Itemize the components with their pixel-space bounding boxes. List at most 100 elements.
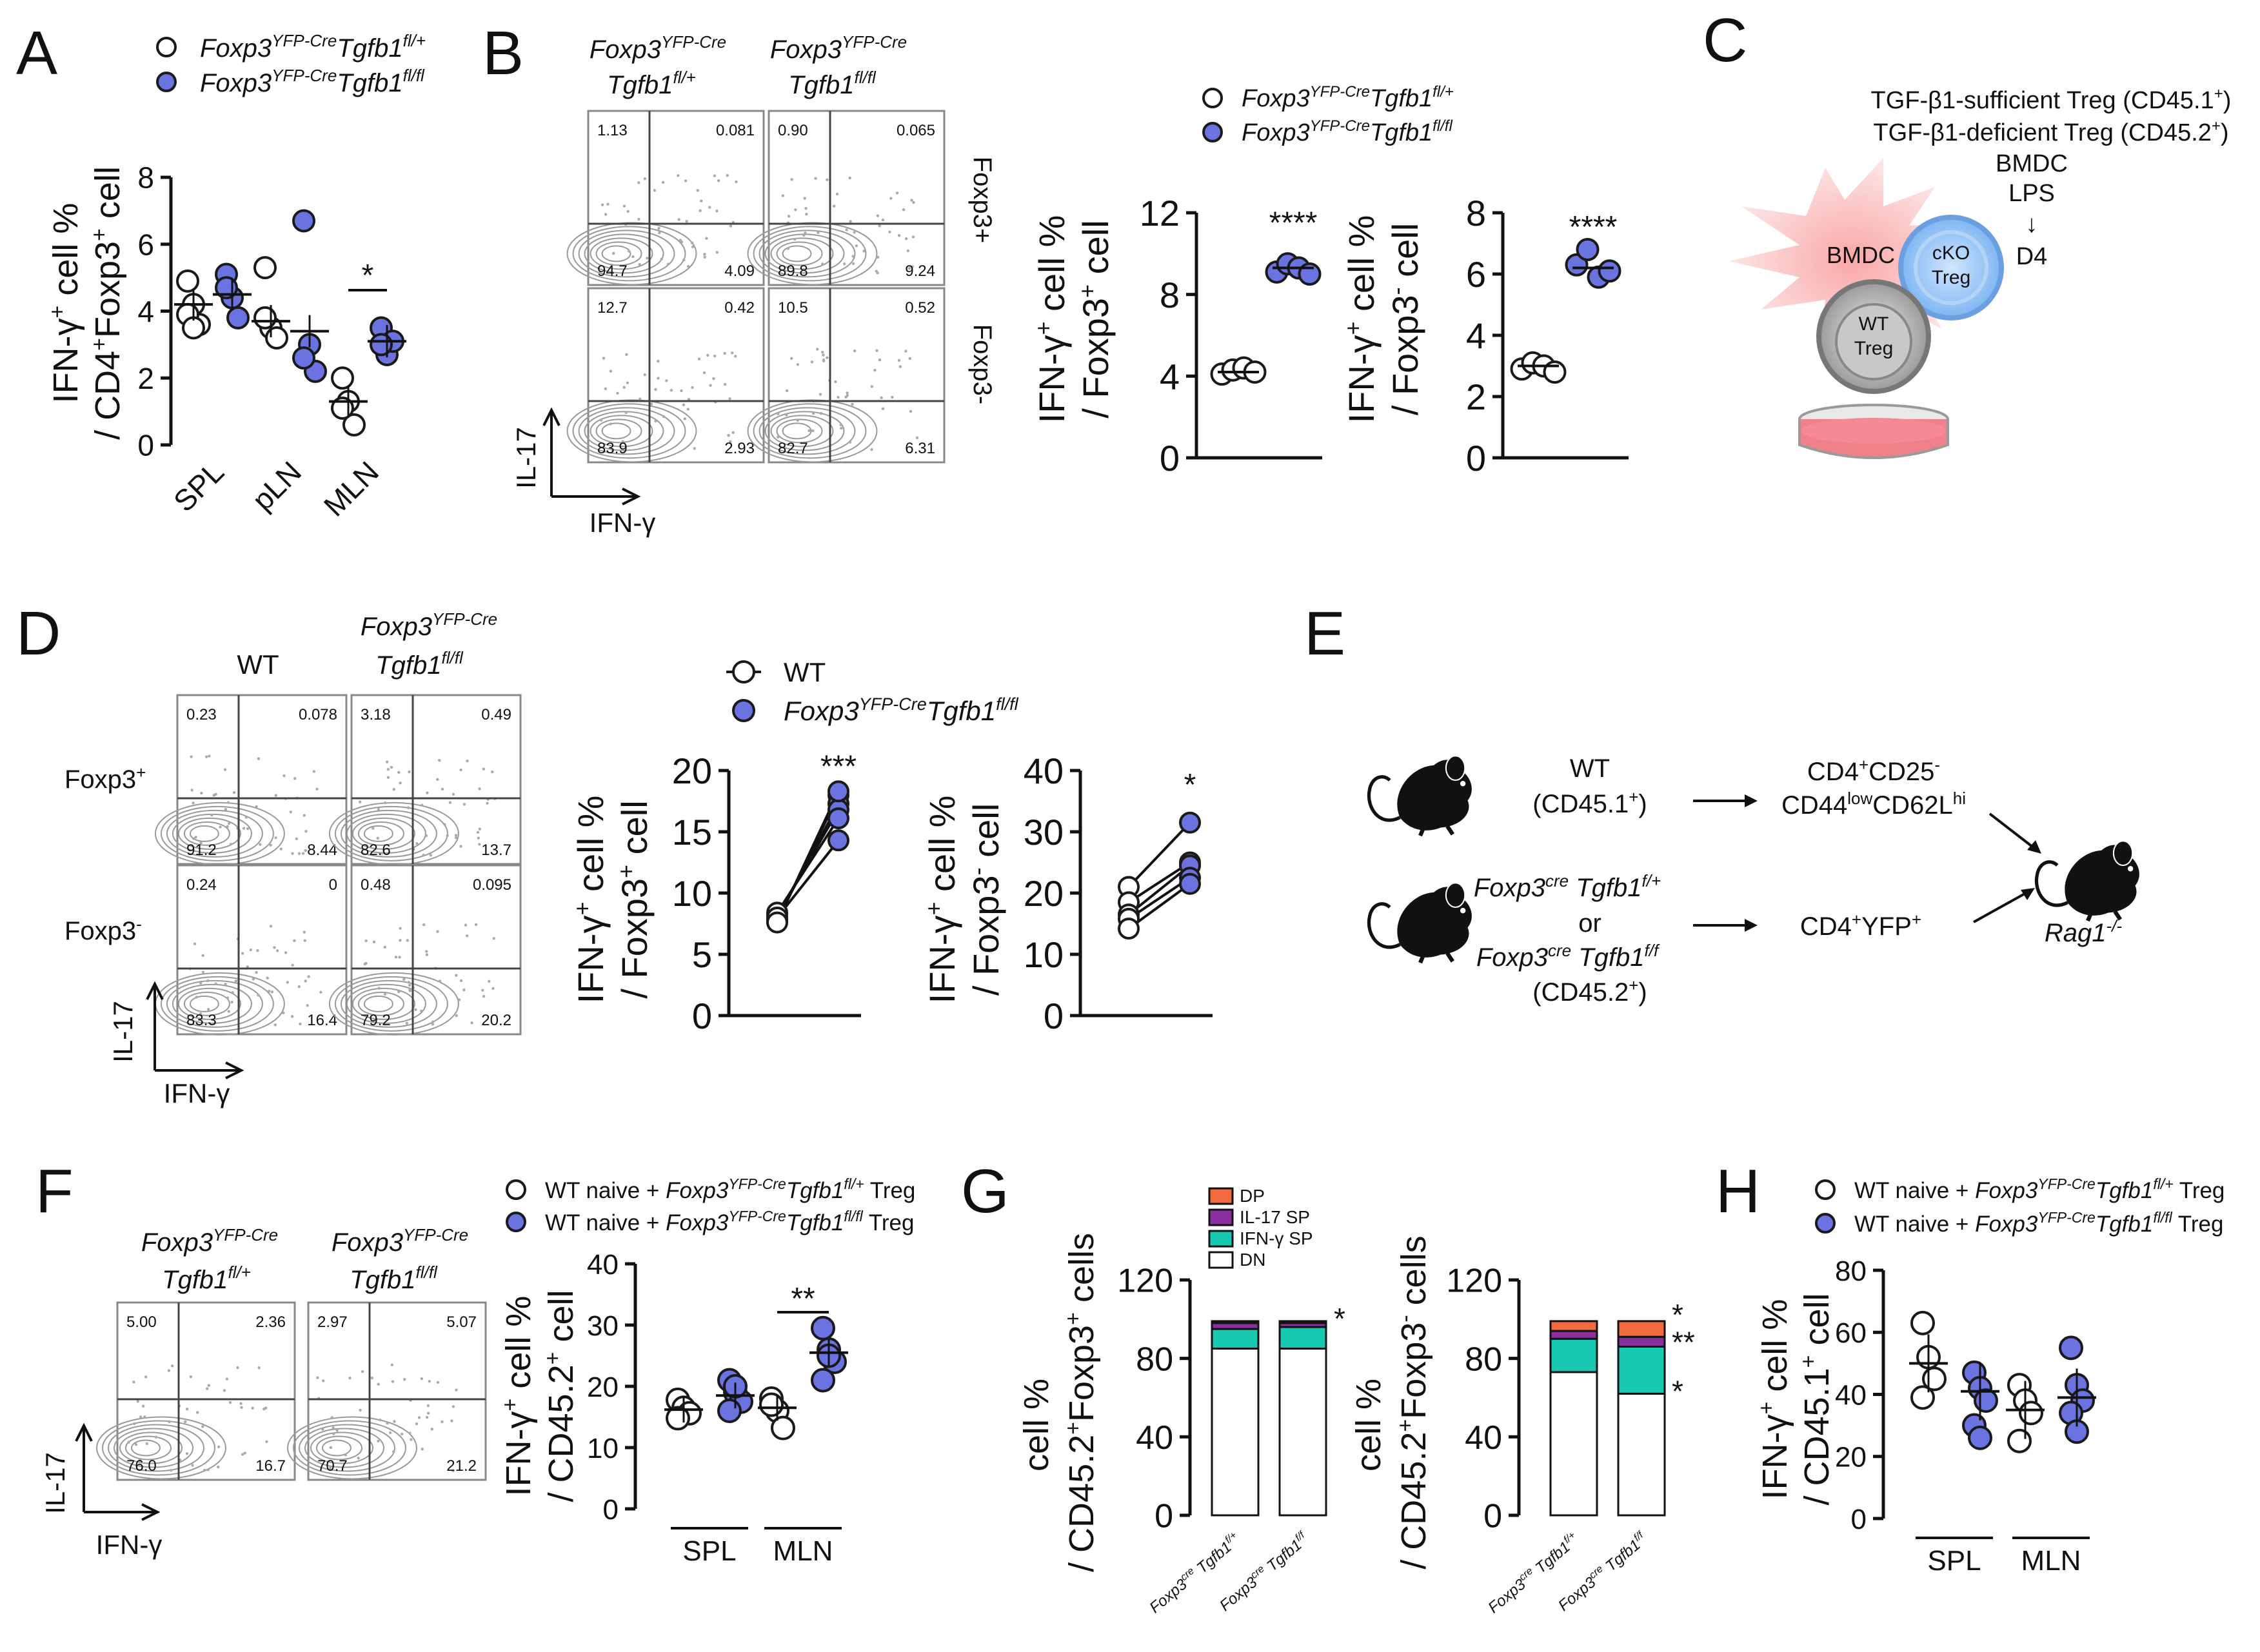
flow-d-plot-event xyxy=(226,996,230,999)
flow-d-plot-event xyxy=(267,989,271,993)
flow-d-plot-event xyxy=(301,852,305,855)
flow-d-plot-event xyxy=(385,760,389,763)
flow-b-plot-event xyxy=(846,394,849,397)
D2-point-ko xyxy=(1179,872,1201,895)
flow-d-plot-event xyxy=(190,789,193,792)
chart-g1-ylabel-1: cell % xyxy=(1017,1379,1056,1471)
flow-d-plot-event xyxy=(482,994,486,998)
flow-b-plot-event xyxy=(637,217,640,221)
D2-pair-line xyxy=(1127,864,1191,916)
flow-b-plot-event xyxy=(833,204,836,208)
flow-f-plot-event xyxy=(441,1420,444,1424)
mouse-tail xyxy=(2034,860,2068,907)
flow-b-plot-event xyxy=(821,350,824,354)
flow-b-plot-event xyxy=(686,264,690,268)
flow-b-plot-event xyxy=(808,429,811,433)
G2-y-tick-label: 40 xyxy=(1465,1419,1502,1457)
flow-f-plot-q-bl: 76.0 xyxy=(126,1457,157,1475)
G2-bar-dn xyxy=(1549,1371,1598,1517)
cko-label-2: Treg xyxy=(1932,267,1971,288)
D2-pair-line xyxy=(1127,821,1191,888)
flow-d-plot-event xyxy=(307,975,310,978)
flow-d-plot-q-bl: 83.3 xyxy=(186,1012,217,1029)
flow-b-plot-event xyxy=(657,226,660,230)
flow-b-plot-event xyxy=(713,354,717,358)
A-y-tick-label: 0 xyxy=(137,429,154,462)
flow-b-plot-event xyxy=(908,357,912,360)
flow-f-plot-event xyxy=(357,1457,360,1460)
flow-b-plot-event xyxy=(787,215,791,218)
flow-b-plot-event xyxy=(625,353,628,356)
chart-g2-ylabel-2: / CD45.2+Foxp3- cells xyxy=(1393,1235,1433,1569)
flow-d-plot-event xyxy=(448,801,452,804)
flow-b-plot-frame xyxy=(768,110,946,286)
F-y-tick-label: 40 xyxy=(587,1249,619,1281)
flow-d-plot-event xyxy=(227,1010,230,1013)
flow-d-plot-contour xyxy=(172,983,252,1024)
flow-d-plot-contour xyxy=(160,805,274,861)
F-x-label: SPL xyxy=(682,1535,736,1567)
flow-d-plot-event xyxy=(491,987,495,990)
c-line1: TGF-β1-sufficient Treg (CD45.1+) xyxy=(1871,85,2232,114)
legend-b-ko: Foxp3YFP-CreTgfb1fl/fl xyxy=(1242,117,1452,146)
flow-b-plot-contour xyxy=(747,222,878,286)
flow-b-plot-event xyxy=(611,251,615,255)
flow-b-plot-q-tl: 10.5 xyxy=(778,299,808,317)
flow-b-plot-event xyxy=(706,353,709,357)
G1-bar-ifng xyxy=(1278,1326,1327,1350)
flow-b-plot-event xyxy=(880,396,883,400)
flow-b-plot-event xyxy=(909,409,913,413)
flow-d-plot-event xyxy=(436,778,439,781)
flow-d-plot-event xyxy=(399,927,402,930)
flow-f-plot-event xyxy=(379,1418,382,1422)
flow-b-plot-event xyxy=(912,201,915,204)
flow-b-plot-event xyxy=(622,204,626,208)
flow-b-plot-event xyxy=(839,423,842,427)
chart-h-ylabel-2: / CD45.1+ cell xyxy=(1796,1293,1836,1506)
flow-d-plot-event xyxy=(229,842,233,846)
panel-d-flow: WT Foxp3YFP-Cre Tgfb1fl/fl Foxp3+ Foxp3-… xyxy=(64,609,522,1108)
H-y-tick-label: 0 xyxy=(1851,1504,1867,1535)
flow-b-plot-event xyxy=(851,262,855,266)
flow-b-plot-event xyxy=(834,380,837,384)
flow-b-plot-event xyxy=(609,422,612,426)
flow-d-plot-event xyxy=(259,843,262,846)
flow-d-plot-event xyxy=(302,814,306,817)
chart-f-ylabel-1: IFN-γ+ cell % xyxy=(498,1296,538,1497)
flow-f-plot-event xyxy=(143,1415,146,1419)
flow-f-plot-event xyxy=(428,1379,431,1383)
flow-b-plot-event xyxy=(853,349,857,353)
flow-d-plot-event xyxy=(438,979,442,983)
flow-d-plot-event xyxy=(295,837,298,840)
flow-b-plot-event xyxy=(897,233,901,237)
flow-d-plot-q-bl: 79.2 xyxy=(361,1012,391,1029)
flow-b-plot-event xyxy=(723,382,727,386)
flow-f-plot-event xyxy=(393,1420,396,1423)
flow-b-plot-contour xyxy=(782,245,812,262)
flow-d-plot-event xyxy=(406,939,409,942)
B1-y-tick-label: 0 xyxy=(1160,438,1180,478)
flow-d-plot-event xyxy=(446,834,449,838)
flow-d-plot-event xyxy=(206,1008,210,1011)
flow-f-plot-contour xyxy=(131,1439,161,1457)
legend-g-label: IL-17 SP xyxy=(1240,1207,1310,1227)
flow-f-plot-contour xyxy=(299,1424,395,1472)
A-point xyxy=(182,316,205,340)
flow-b-plot-event xyxy=(654,388,657,391)
flow-d-plot-event xyxy=(242,827,246,830)
flow-b-plot-event xyxy=(873,368,877,372)
mouse-feet xyxy=(1418,952,1455,964)
flow-d-plot-event xyxy=(244,816,248,819)
A-point xyxy=(253,306,277,329)
flow-b-plot-event xyxy=(837,395,840,399)
flow-b-plot-event xyxy=(904,237,908,241)
flow-b-plot-event xyxy=(811,429,815,433)
legend-f-het: WT naive + Foxp3YFP-CreTgfb1fl/+ Treg xyxy=(545,1175,915,1203)
flow-b-plot-q-br: 4.09 xyxy=(724,262,755,280)
flow-d-col1: WT xyxy=(237,649,279,680)
H-point xyxy=(1974,1388,1998,1413)
flow-f-plot-event xyxy=(223,1389,226,1392)
